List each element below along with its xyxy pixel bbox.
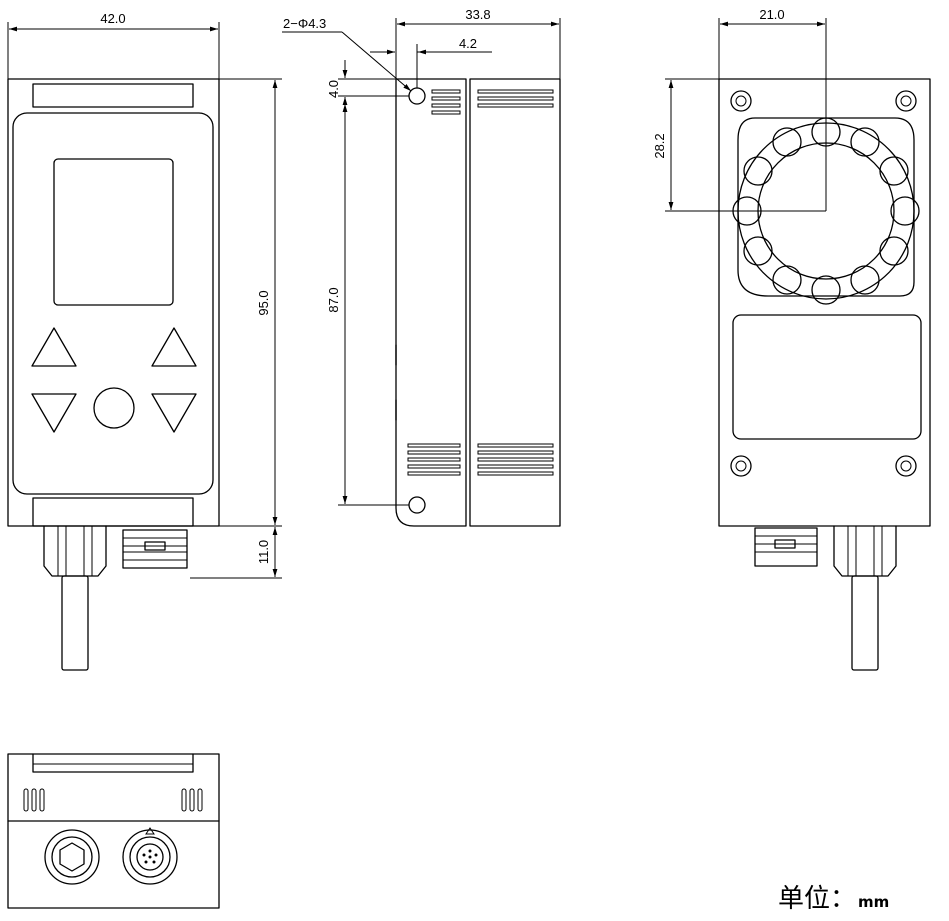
side-vents-bottom — [407, 443, 554, 476]
side-right-half — [469, 78, 561, 527]
front-dimensions: 42.0 95.0 11.0 — [7, 11, 282, 579]
unit-label-cn: 单位： — [778, 884, 857, 914]
down-right-button-icon — [151, 393, 197, 433]
up-left-button-icon — [31, 327, 77, 367]
bottom-vents-left — [23, 788, 45, 812]
bottom-view — [7, 753, 220, 909]
back-dimensions: 21.0 28.2 — [652, 7, 827, 212]
mount-hole-top-icon — [408, 87, 426, 105]
bottom-connector-icon — [122, 827, 178, 885]
up-right-button-icon — [151, 327, 197, 367]
side-left-half — [395, 78, 467, 527]
mount-hole-bottom-icon — [408, 496, 426, 514]
bottom-cable-gland-icon — [44, 829, 100, 885]
back-window — [732, 314, 922, 440]
bottom-body-outline — [7, 753, 220, 909]
screw-icon — [895, 90, 917, 112]
dim-depth-side: 33.8 — [465, 7, 490, 22]
back-body-outline — [718, 78, 931, 527]
dim-width-front: 42.0 — [100, 11, 125, 26]
down-left-button-icon — [31, 393, 77, 433]
led-icon — [772, 127, 802, 157]
led-icon — [850, 127, 880, 157]
dim-height-connector: 11.0 — [256, 540, 271, 564]
screw-icon — [730, 455, 752, 477]
screw-icon — [895, 455, 917, 477]
dim-height-body: 95.0 — [256, 290, 271, 315]
side-vents-top — [431, 89, 554, 115]
dim-lens-offset-v: 28.2 — [652, 133, 667, 158]
screw-icon — [730, 90, 752, 112]
front-panel — [12, 112, 214, 495]
dim-hole-spec: 2−Φ4.3 — [283, 16, 326, 31]
unit-label: 单位：mm — [778, 878, 889, 915]
front-body-outline — [7, 78, 220, 527]
front-view — [7, 78, 220, 671]
led-icon — [879, 156, 909, 186]
enter-button-icon — [93, 387, 135, 429]
front-bottom-plate — [32, 497, 194, 527]
led-icon — [772, 265, 802, 295]
dim-hole-offset-v: 4.0 — [326, 80, 341, 98]
back-m-connector — [754, 527, 818, 567]
led-icon — [879, 236, 909, 266]
lens-housing — [737, 117, 915, 297]
led-icon — [743, 156, 773, 186]
unit-label-en: mm — [858, 893, 890, 911]
led-icon — [890, 196, 920, 226]
m-connector — [122, 529, 188, 569]
dim-hole-offset-h: 4.2 — [459, 36, 477, 51]
side-view — [395, 78, 561, 527]
side-dimensions: 33.8 4.2 2−Φ4.3 4.0 87.0 — [282, 7, 561, 506]
front-top-label-recess — [32, 83, 194, 108]
bottom-vents-right — [181, 788, 203, 812]
back-cable-gland — [833, 525, 897, 671]
cable-gland — [43, 525, 107, 671]
back-view — [718, 78, 931, 671]
led-icon — [743, 236, 773, 266]
display-screen — [53, 158, 174, 306]
dim-hole-spacing: 87.0 — [326, 287, 341, 312]
led-icon — [850, 265, 880, 295]
dim-lens-offset-h: 21.0 — [759, 7, 784, 22]
led-icon — [811, 275, 841, 305]
